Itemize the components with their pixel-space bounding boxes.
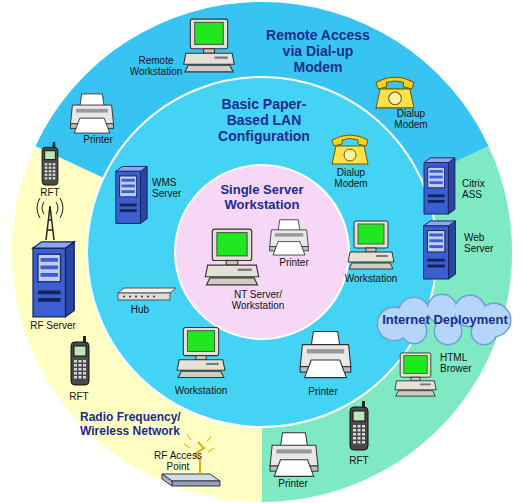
rft-icon (42, 142, 58, 185)
workstation-icon (177, 328, 225, 378)
printer-icon (300, 331, 351, 377)
device-label: RF Server (22, 320, 84, 331)
server-icon (424, 221, 456, 279)
wireless-band-fill (12, 146, 262, 502)
device-label: Dialup Modem (330, 167, 372, 189)
device-label: Workstation (170, 385, 232, 396)
node-title: Radio Frequency/ Wireless Network (80, 410, 198, 438)
rf-antenna (37, 198, 63, 240)
rft-icon (350, 401, 368, 450)
device-label: Citrix ASS (462, 178, 498, 200)
device-label: Printer (73, 134, 123, 145)
single-server-circle-fill (175, 165, 349, 339)
printer-icon (71, 94, 114, 133)
printer-icon (270, 433, 318, 477)
node-title: Basic Paper-Based LAN Configuration (212, 96, 316, 144)
device-label: Remote Workstation (125, 55, 187, 77)
workstation-icon (205, 229, 258, 285)
node-title: Single Server Workstation (212, 182, 312, 212)
single-server-circle: Single Server Workstation (174, 164, 350, 340)
device-label: WMS Server (152, 177, 190, 199)
device-label: Hub (125, 304, 155, 315)
server-icon (116, 166, 147, 223)
modem-icon (376, 77, 414, 108)
device-label: Workstation (340, 273, 402, 284)
device-label: RFT (35, 187, 65, 198)
modem-icon (332, 135, 368, 164)
device-label: RFT (344, 455, 374, 466)
device-label: HTML Brower (440, 352, 482, 374)
device-label: Printer (272, 257, 316, 268)
internet-cloud: Internet Deployment (374, 296, 516, 344)
hub-icon (118, 288, 176, 300)
device-label: Dialup Modem (390, 108, 432, 130)
workstation-icon (184, 19, 235, 72)
node-title: Remote Access via Dial-up Modem (262, 27, 374, 75)
device-label: NT Server/ Workstation (226, 289, 290, 311)
device-label: RFT (64, 391, 94, 402)
server-icon (424, 158, 455, 214)
device-label: Web Server (464, 232, 500, 254)
device-label: Printer (268, 478, 318, 489)
node-title: Internet Deployment (374, 312, 516, 327)
lan-ring-fill (87, 77, 437, 427)
workstation-icon (348, 221, 394, 269)
device-label: RF Access Point (150, 450, 206, 472)
workstation-icon (395, 353, 436, 396)
server-icon (33, 242, 74, 317)
device-label: Printer (298, 386, 348, 397)
printer-icon (270, 220, 309, 255)
rft-icon (71, 336, 89, 385)
